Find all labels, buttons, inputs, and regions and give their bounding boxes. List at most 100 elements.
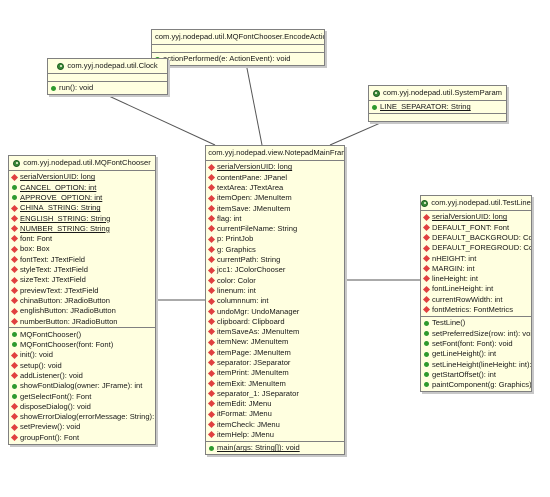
field-row[interactable]: DEFAULT_BACKGROUD: Color: [421, 233, 531, 243]
field-row[interactable]: currentRowWidth: int: [421, 294, 531, 304]
field-row[interactable]: p: PrintJob: [206, 234, 344, 244]
field-row[interactable]: textArea: JTextArea: [206, 183, 344, 193]
field-row[interactable]: itemCheck: JMenu: [206, 419, 344, 429]
field-row[interactable]: itemSave: JMenuItem: [206, 203, 344, 213]
method-row[interactable]: paintComponent(g: Graphics): void: [421, 380, 531, 390]
method-row[interactable]: setLineHeight(lineHeight: int): void: [421, 359, 531, 369]
method-row[interactable]: groupFont(): Font: [9, 432, 155, 442]
field-row[interactable]: DEFAULT_FONT: Font: [421, 222, 531, 232]
method-text: disposeDialog(): void: [20, 401, 91, 411]
private-member-icon: [207, 421, 216, 429]
field-row[interactable]: fontLineHeight: int: [421, 284, 531, 294]
field-row[interactable]: CHINA_STRING: String: [9, 203, 155, 213]
field-row[interactable]: englishButton: JRadioButton: [9, 306, 155, 316]
method-row[interactable]: setFont(font: Font): void: [421, 339, 531, 349]
method-row[interactable]: getSelectFont(): Font: [9, 391, 155, 401]
field-row[interactable]: fontMetrics: FontMetrics: [421, 305, 531, 315]
method-row[interactable]: showFontDialog(owner: JFrame): int: [9, 381, 155, 391]
field-row[interactable]: ENGLISH_STRING: String: [9, 213, 155, 223]
field-text: englishButton: JRadioButton: [20, 306, 116, 316]
field-row[interactable]: itFormat: JMenu: [206, 409, 344, 419]
field-row[interactable]: itemPage: JMenuItem: [206, 347, 344, 357]
field-row[interactable]: numberButton: JRadioButton: [9, 316, 155, 326]
field-text: nHEIGHT: int: [432, 253, 477, 263]
method-row[interactable]: MQFontChooser(font: Font): [9, 340, 155, 350]
method-row[interactable]: getStartOffset(): int: [421, 369, 531, 379]
field-row[interactable]: itemPrint: JMenuItem: [206, 368, 344, 378]
field-row[interactable]: itemExit: JMenuItem: [206, 378, 344, 388]
method-row[interactable]: actionPerformed(e: ActionEvent): void: [152, 54, 324, 64]
field-row[interactable]: flag: int: [206, 213, 344, 223]
class-header[interactable]: com.yyj.nodepad.util.SystemParam: [369, 86, 506, 101]
field-row[interactable]: styleText: JTextField: [9, 265, 155, 275]
method-row[interactable]: init(): void: [9, 350, 155, 360]
field-row[interactable]: lineHeight: int: [421, 274, 531, 284]
field-row[interactable]: nHEIGHT: int: [421, 253, 531, 263]
private-member-icon: [207, 235, 216, 243]
field-row[interactable]: NUMBER_STRING: String: [9, 223, 155, 233]
method-row[interactable]: showErrorDialog(errorMessage: String): v…: [9, 412, 155, 422]
field-row[interactable]: chinaButton: JRadioButton: [9, 296, 155, 306]
field-row[interactable]: contentPane: JPanel: [206, 172, 344, 182]
method-row[interactable]: setPreferredSize(row: int): void: [421, 328, 531, 338]
field-text: itemExit: JMenuItem: [217, 378, 286, 388]
field-row[interactable]: itemOpen: JMenuItem: [206, 193, 344, 203]
field-row[interactable]: MARGIN: int: [421, 263, 531, 273]
field-row[interactable]: serialVersionUID: long: [206, 162, 344, 172]
field-row[interactable]: previewText: JTextField: [9, 285, 155, 295]
method-row[interactable]: setup(): void: [9, 360, 155, 370]
field-row[interactable]: separator: JSeparator: [206, 358, 344, 368]
class-header[interactable]: com.yyj.nodepad.util.MQFontChooser: [9, 156, 155, 171]
field-row[interactable]: g: Graphics: [206, 244, 344, 254]
field-row[interactable]: itemSaveAs: JMenuItem: [206, 327, 344, 337]
private-member-icon: [207, 266, 216, 274]
field-text: currentRowWidth: int: [432, 294, 503, 304]
method-row[interactable]: addListener(): void: [9, 371, 155, 381]
field-row[interactable]: color: Color: [206, 275, 344, 285]
public-member-icon: [424, 361, 429, 367]
field-row[interactable]: columnnum: int: [206, 296, 344, 306]
field-row[interactable]: undoMgr: UndoManager: [206, 306, 344, 316]
field-row[interactable]: serialVersionUID: long: [421, 212, 531, 222]
class-header[interactable]: com.yyj.nodepad.view.NotepadMainFrame: [206, 146, 344, 161]
method-row[interactable]: main(args: String[]): void: [206, 443, 344, 453]
field-row[interactable]: jcc1: JColorChooser: [206, 265, 344, 275]
class-header[interactable]: com.yyj.nodepad.util.Clock: [48, 59, 167, 74]
field-row[interactable]: box: Box: [9, 244, 155, 254]
field-row[interactable]: itemHelp: JMenu: [206, 430, 344, 440]
field-row[interactable]: fontText: JTextField: [9, 254, 155, 264]
field-row[interactable]: separator_1: JSeparator: [206, 389, 344, 399]
field-text: itemNew: JMenuItem: [217, 337, 289, 347]
field-row[interactable]: APPROVE_OPTION: int: [9, 193, 155, 203]
method-row[interactable]: disposeDialog(): void: [9, 402, 155, 412]
field-row[interactable]: sizeText: JTextField: [9, 275, 155, 285]
field-row[interactable]: serialVersionUID: long: [9, 172, 155, 182]
field-row[interactable]: font: Font: [9, 234, 155, 244]
field-row[interactable]: DEFAULT_FOREGROUD: Color: [421, 243, 531, 253]
method-row[interactable]: setPreview(): void: [9, 422, 155, 432]
class-clock[interactable]: com.yyj.nodepad.util.Clock run(): void: [47, 58, 168, 96]
field-row[interactable]: clipboard: Clipboard: [206, 316, 344, 326]
class-header[interactable]: com.yyj.nodepad.util.TestLine: [421, 196, 531, 211]
class-encodeaction[interactable]: com.yyj.nodepad.util.MQFontChooser.Encod…: [151, 29, 325, 67]
field-row[interactable]: itemEdit: JMenu: [206, 399, 344, 409]
method-row[interactable]: getLineHeight(): int: [421, 349, 531, 359]
method-row[interactable]: MQFontChooser(): [9, 329, 155, 339]
public-member-icon: [12, 383, 17, 389]
field-row[interactable]: currentPath: String: [206, 255, 344, 265]
private-member-icon: [10, 235, 19, 243]
method-row[interactable]: run(): void: [48, 83, 167, 93]
field-row[interactable]: LINE_SEPARATOR: String: [369, 102, 506, 112]
field-row[interactable]: CANCEL_OPTION: int: [9, 182, 155, 192]
field-row[interactable]: itemNew: JMenuItem: [206, 337, 344, 347]
method-text: showFontDialog(owner: JFrame): int: [20, 381, 143, 391]
field-row[interactable]: currentFileName: String: [206, 224, 344, 234]
class-header[interactable]: com.yyj.nodepad.util.MQFontChooser.Encod…: [152, 30, 324, 45]
field-row[interactable]: linenum: int: [206, 286, 344, 296]
method-row[interactable]: TestLine(): [421, 318, 531, 328]
